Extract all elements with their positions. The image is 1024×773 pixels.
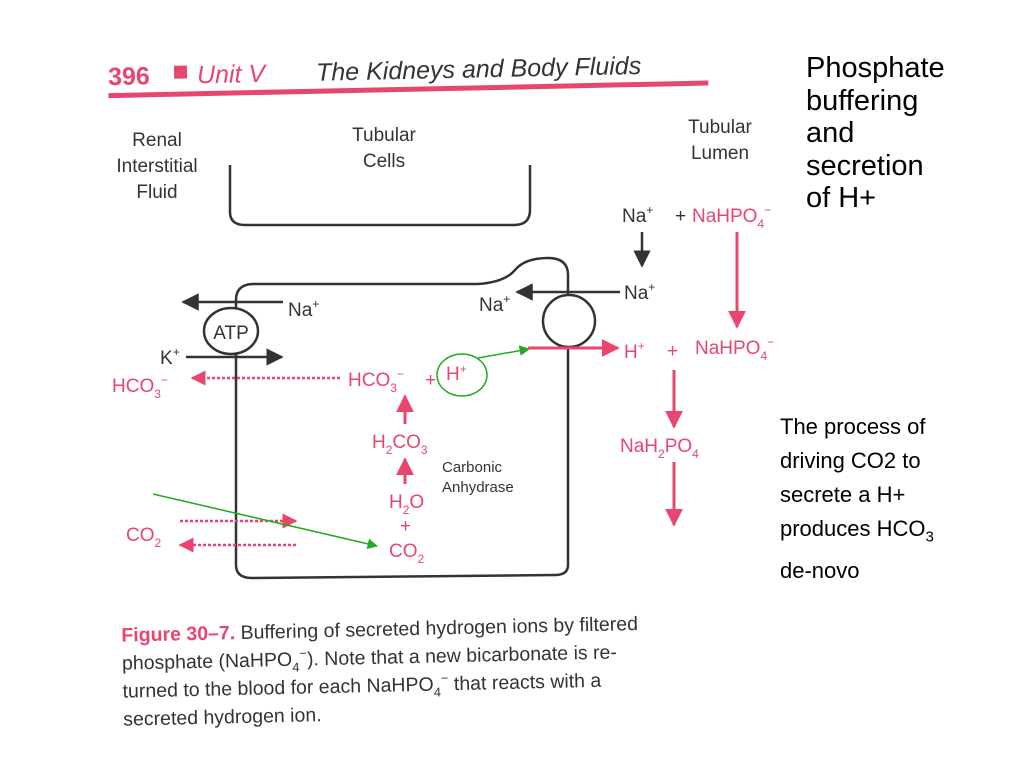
- nahpo4-lumen-top: NaHPO4−: [692, 203, 771, 231]
- svg-text:Anhydrase: Anhydrase: [442, 479, 514, 496]
- side-title-line: Phosphate: [806, 52, 945, 84]
- nah2po4-label: NaH2PO4: [620, 436, 699, 461]
- plus-sign-lumen-top: +: [675, 206, 686, 227]
- green-arrow-h-to-lumen: [477, 345, 531, 359]
- main-cell-outline: [234, 256, 570, 580]
- side-title: Phosphate buffering and secretion of H+: [806, 52, 1016, 215]
- side-note-line: The process of: [780, 414, 926, 439]
- atp-pump: [202, 306, 260, 356]
- page-title: The Kidneys and Body Fluids: [316, 52, 642, 87]
- header-rule: [108, 80, 709, 99]
- upper-cell-outline: [228, 165, 532, 227]
- svg-text:Renal: Renal: [132, 130, 182, 151]
- carbonic-anhydrase-label: Carbonic Anhydrase: [442, 459, 514, 496]
- nahpo4-lumen-mid: NaHPO4−: [695, 335, 774, 363]
- co2-interstitial-label: CO2: [126, 525, 162, 550]
- svg-text:Lumen: Lumen: [691, 143, 749, 164]
- na-lumen-top: Na+: [622, 203, 653, 227]
- header-square-icon: [173, 65, 188, 79]
- side-note: The process of driving CO2 to secrete a …: [780, 410, 1020, 588]
- svg-text:phosphate (NaHPO4−). Note that: phosphate (NaHPO4−). Note that a new bic…: [122, 638, 618, 678]
- page-number: 396: [108, 62, 150, 91]
- na-lumen-mid: Na+: [624, 280, 655, 304]
- h-plus-highlight-circle: [436, 353, 488, 397]
- label-tubular-cells: Tubular Cells: [352, 125, 416, 172]
- svg-text:Interstitial: Interstitial: [116, 156, 197, 177]
- hco3-interstitial: HCO3−: [112, 373, 168, 401]
- h2o-label: H2O: [389, 492, 424, 517]
- page-unit: Unit V: [197, 60, 268, 89]
- side-note-line: secrete a H+: [780, 482, 906, 507]
- na-apical-cell-label: Na+: [479, 292, 510, 316]
- atp-label: ATP: [213, 323, 249, 344]
- side-note-produces: produces HCO3: [780, 516, 934, 546]
- na-cell-label: Na+: [288, 297, 319, 321]
- svg-text:Tubular: Tubular: [352, 125, 416, 146]
- plus-sign-lumen-mid: +: [667, 341, 678, 362]
- plus-sign-h2o: +: [400, 516, 411, 537]
- h2co3-label: H2CO3: [372, 432, 428, 457]
- co2-cell-label: CO2: [389, 541, 425, 566]
- h-plus-cell: H+: [446, 362, 467, 385]
- side-title-line: buffering: [806, 84, 919, 117]
- hco3-cell: HCO3−: [348, 367, 404, 395]
- side-note-line: driving CO2 to: [780, 448, 921, 473]
- apical-antiporter: [541, 293, 597, 349]
- svg-text:Tubular: Tubular: [688, 117, 752, 138]
- label-interstitial: Renal Interstitial Fluid: [116, 130, 197, 203]
- side-title-line: secretion: [806, 149, 924, 182]
- svg-text:secreted hydrogen ion.: secreted hydrogen ion.: [123, 704, 322, 730]
- svg-text:Cells: Cells: [363, 151, 405, 172]
- green-arrow-to-co2: [152, 493, 379, 549]
- figure-caption: Figure 30–7. Buffering of secreted hydro…: [121, 613, 638, 731]
- label-tubular-lumen: Tubular Lumen: [688, 117, 752, 164]
- k-label: K+: [160, 345, 180, 369]
- page-header: 396 Unit V The Kidneys and Body Fluids: [108, 52, 709, 99]
- svg-text:Fluid: Fluid: [136, 182, 177, 203]
- side-note-line: de-novo: [780, 558, 860, 584]
- plus-sign-cell: +: [425, 370, 436, 391]
- h-plus-lumen: H+: [624, 339, 645, 363]
- svg-text:Carbonic: Carbonic: [442, 459, 503, 476]
- svg-text:Figure 30–7. Buffering of secr: Figure 30–7. Buffering of secreted hydro…: [121, 613, 638, 647]
- side-title-line: and: [806, 117, 855, 149]
- side-title-line: of H+: [806, 182, 877, 214]
